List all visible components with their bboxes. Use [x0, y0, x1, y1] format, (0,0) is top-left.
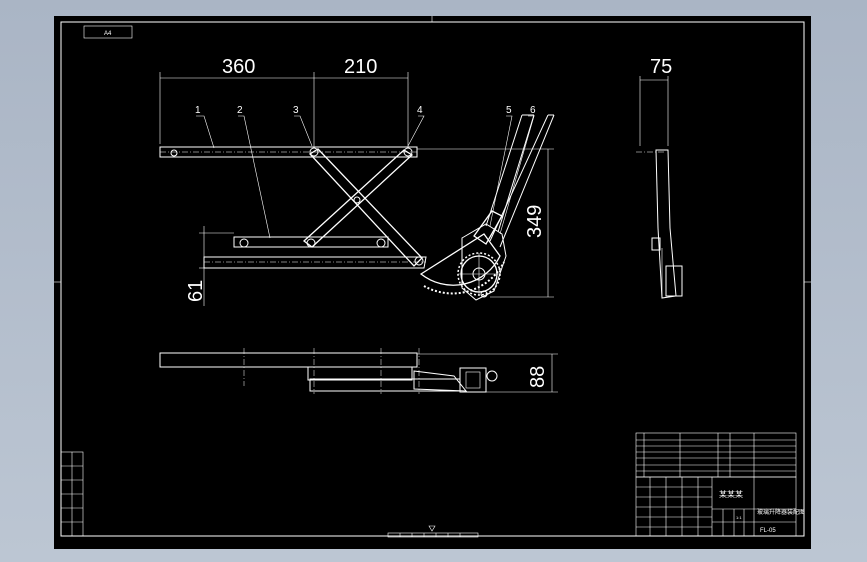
part-number-3: 3 — [293, 105, 299, 116]
part-number-2: 2 — [237, 105, 243, 116]
part-leaders: 1 2 3 4 5 6 — [195, 105, 536, 239]
dim-349: 349 — [524, 205, 546, 238]
dim-210: 210 — [344, 56, 377, 78]
drawing-sheet[interactable]: A4 — [54, 16, 811, 549]
parts-list — [635, 432, 797, 478]
side-view: 75 — [636, 56, 683, 299]
part-number-6: 6 — [530, 105, 536, 116]
part-number-5: 5 — [506, 105, 512, 116]
revision-strip — [60, 451, 84, 537]
dim-61: 61 — [185, 280, 207, 302]
front-dimensions: 360 210 349 61 — [159, 56, 554, 306]
front-view — [159, 114, 555, 301]
part-number-4: 4 — [417, 105, 423, 116]
plan-view: 88 — [159, 348, 558, 394]
dim-360: 360 — [222, 56, 255, 78]
title-company: 某某某 — [719, 490, 743, 499]
inner-border — [60, 21, 805, 537]
title-scale: 1:1 — [736, 515, 742, 520]
drawing-canvas: A4 — [54, 16, 811, 538]
dim-75: 75 — [650, 56, 672, 78]
scale-bar — [387, 525, 479, 538]
stamp-text: A4 — [104, 31, 112, 37]
dim-88: 88 — [527, 366, 549, 388]
title-drawing-no: FL-05 — [760, 528, 776, 534]
title-block: 某某某 玻璃升降器装配图 FL-05 1:1 — [635, 476, 805, 537]
title-name: 玻璃升降器装配图 — [757, 508, 805, 516]
part-number-1: 1 — [195, 105, 201, 116]
stamp-box: A4 — [83, 25, 133, 39]
